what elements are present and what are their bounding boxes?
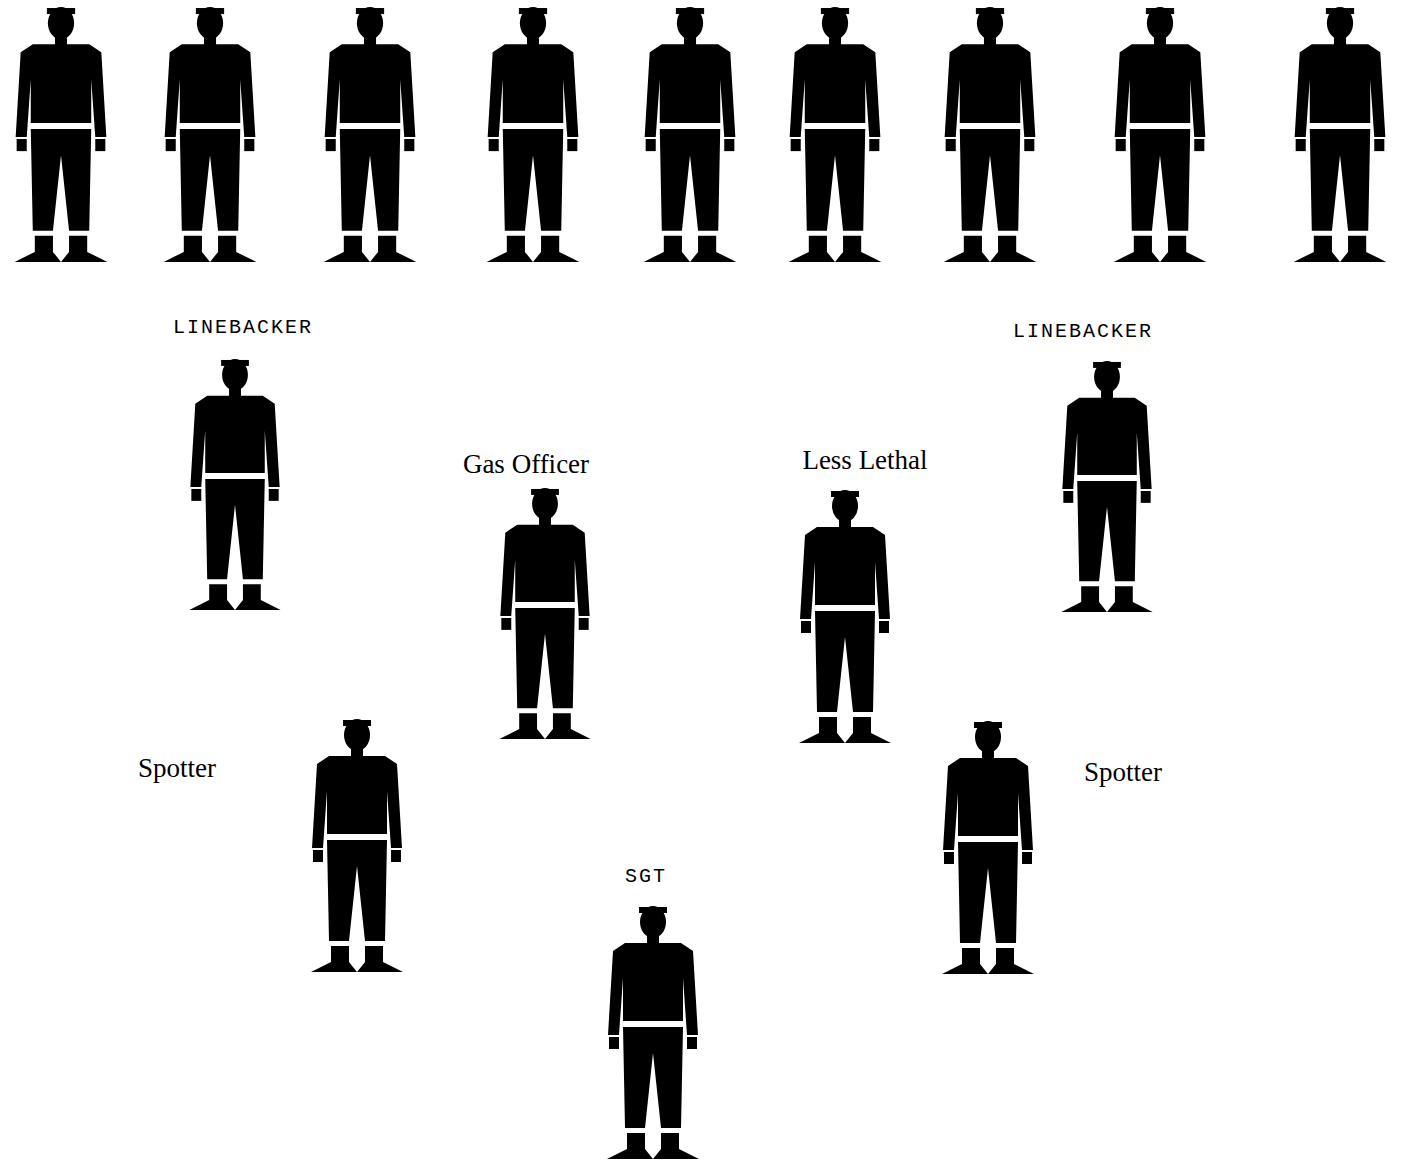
officer-figure <box>164 7 257 262</box>
officer-figure <box>944 7 1037 262</box>
role-label: SGT <box>625 867 667 887</box>
officer-figure <box>789 7 882 262</box>
officer-figure <box>15 7 108 262</box>
less-lethal-figure <box>799 490 891 743</box>
role-label: LINEBACKER <box>1013 322 1153 342</box>
officer-figure <box>1294 7 1387 262</box>
sgt-figure <box>607 906 699 1159</box>
role-label: Spotter <box>1084 759 1162 786</box>
role-label: Less Lethal <box>802 447 927 474</box>
officer-figure <box>644 7 737 262</box>
officer-figure <box>487 7 580 262</box>
gas-officer-figure <box>499 488 590 739</box>
spotter-figure <box>311 719 403 972</box>
role-label: LINEBACKER <box>173 318 313 338</box>
spotter-figure <box>942 721 1034 974</box>
officer-figure <box>1114 7 1207 262</box>
linebacker-figure <box>1061 361 1152 612</box>
role-label: Spotter <box>138 755 216 782</box>
officer-figure <box>324 7 417 262</box>
linebacker-figure <box>189 359 280 610</box>
role-label: Gas Officer <box>463 451 589 478</box>
